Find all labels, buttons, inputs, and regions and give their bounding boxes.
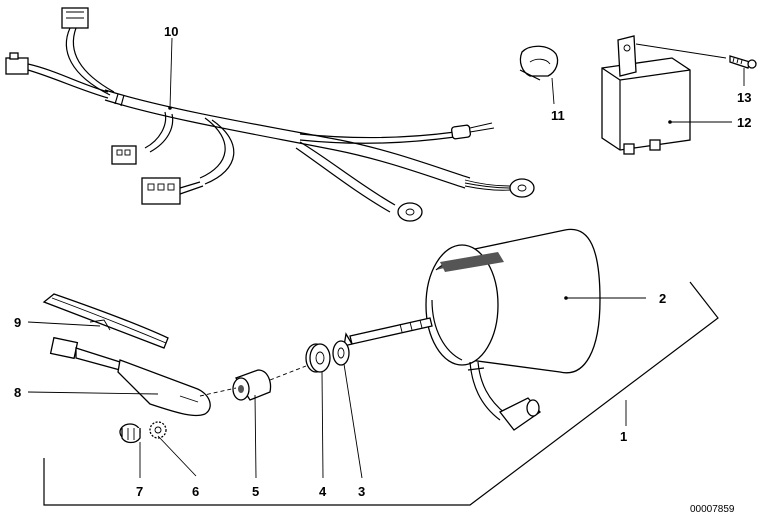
callout-2: 2 bbox=[659, 291, 666, 306]
callout-3: 3 bbox=[358, 484, 365, 499]
wiper-relay bbox=[601, 35, 691, 155]
hex-nut bbox=[305, 343, 331, 373]
cap-nut bbox=[119, 423, 141, 444]
wiring-harness bbox=[5, 7, 535, 222]
wiper-motor bbox=[343, 228, 601, 431]
callout-10: 10 bbox=[164, 24, 178, 39]
callout-11: 11 bbox=[551, 108, 565, 123]
callout-13: 13 bbox=[737, 90, 751, 105]
harness-small-connector bbox=[111, 145, 137, 165]
callout-12: 12 bbox=[737, 115, 751, 130]
reference-code: 00007859 bbox=[690, 504, 735, 515]
harness-left-connector bbox=[5, 57, 29, 75]
callout-9: 9 bbox=[14, 315, 21, 330]
cable-clip bbox=[519, 45, 559, 81]
leader-lines bbox=[27, 37, 745, 479]
assembly-bracket-line bbox=[43, 281, 719, 506]
harness-block-connector bbox=[141, 177, 181, 205]
bushing bbox=[232, 369, 272, 401]
harness-round-connector-right bbox=[509, 178, 535, 198]
wiper-arm bbox=[49, 336, 211, 417]
relay-screw bbox=[729, 55, 757, 69]
callout-5: 5 bbox=[252, 484, 259, 499]
callout-1: 1 bbox=[620, 429, 627, 444]
harness-round-connector-lower bbox=[397, 202, 423, 222]
callout-6: 6 bbox=[192, 484, 199, 499]
wiper-blade-strip bbox=[42, 293, 169, 349]
flat-washer bbox=[332, 340, 350, 366]
serrated-washer bbox=[149, 421, 167, 439]
callout-4: 4 bbox=[319, 484, 327, 499]
callout-7: 7 bbox=[136, 484, 143, 499]
callout-8: 8 bbox=[14, 385, 21, 400]
